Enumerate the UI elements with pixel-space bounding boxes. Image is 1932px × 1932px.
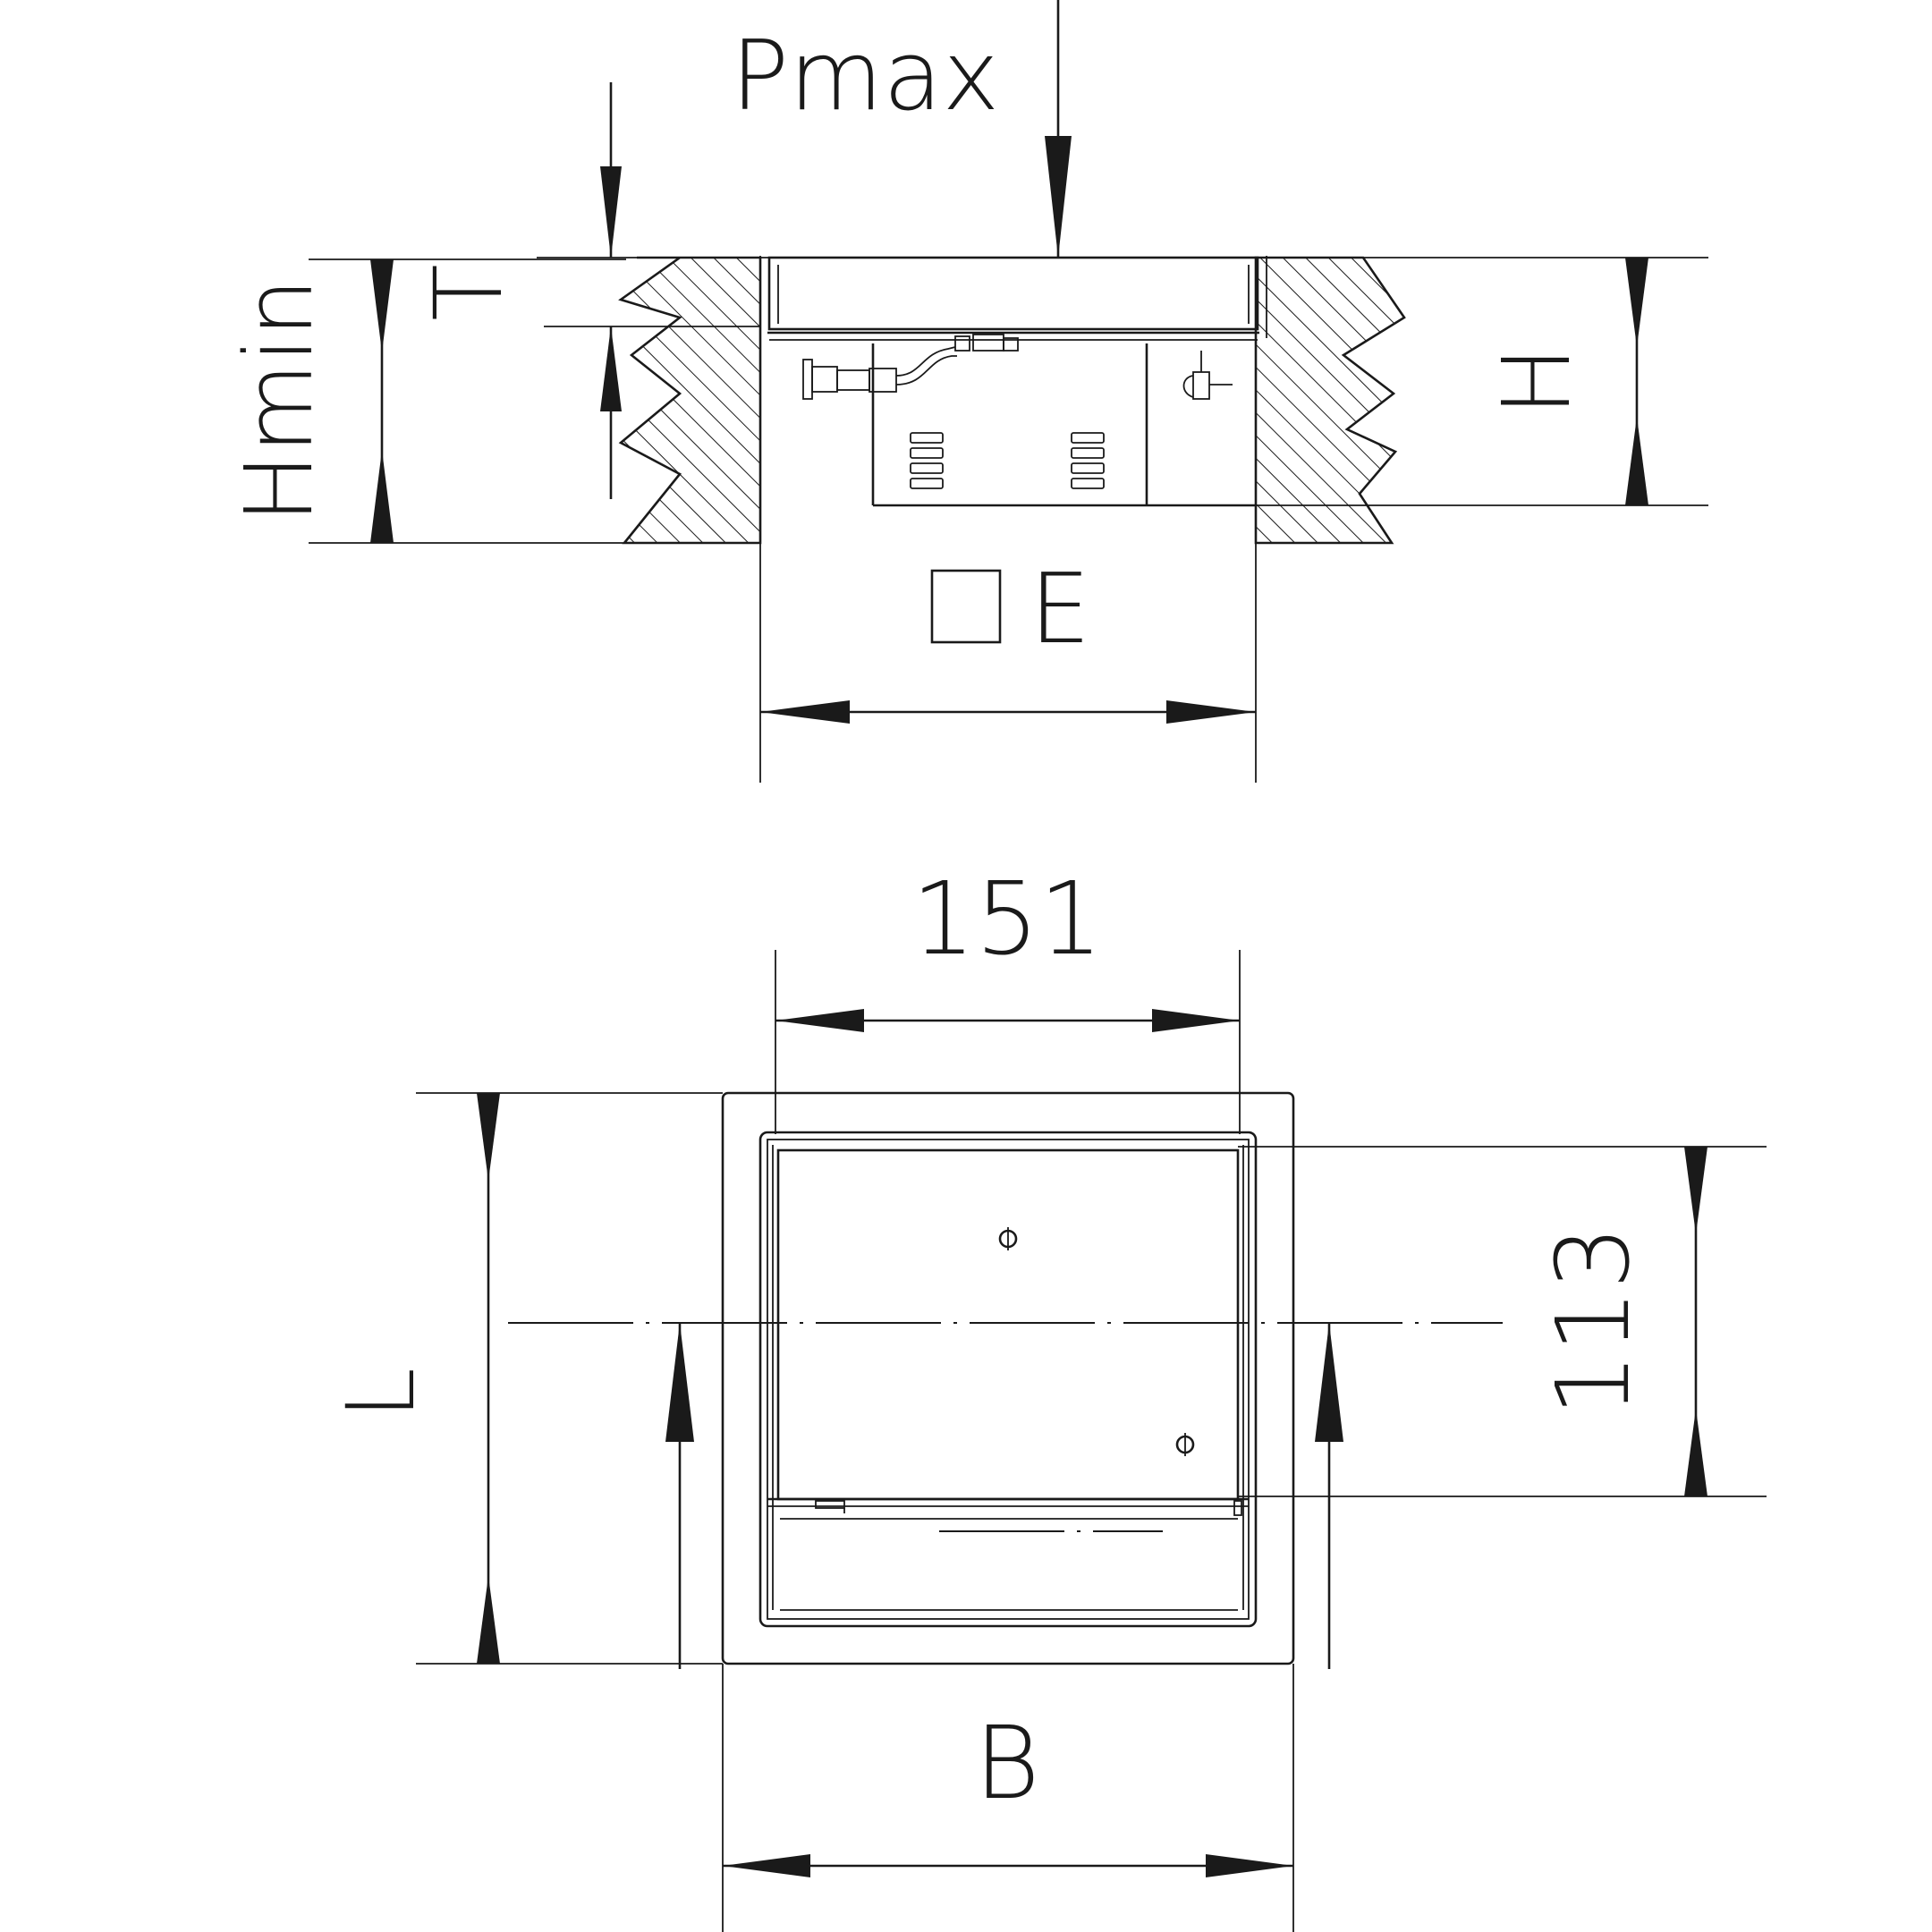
lid-frame	[759, 256, 1267, 341]
l-label: L	[326, 1368, 436, 1419]
t-label: T	[414, 264, 523, 321]
section-view: Pmax	[225, 0, 1708, 783]
right-floor-section	[1254, 256, 1406, 545]
dimension-151	[775, 950, 1241, 1134]
square-symbol	[930, 569, 1002, 644]
outer-frame	[721, 1091, 1295, 1665]
lid-screw-bottom	[1175, 1433, 1195, 1456]
h-label: H	[1482, 346, 1591, 416]
dim-151-label: 151	[911, 861, 1103, 978]
dimension-l	[416, 1092, 723, 1665]
dimension-e	[759, 543, 1257, 783]
b-label: B	[974, 1706, 1039, 1822]
hmin-label: Hmin	[225, 278, 334, 523]
box-body	[871, 343, 1256, 507]
lid-panel	[776, 1148, 1240, 1501]
pmax-label: Pmax	[731, 21, 999, 132]
earth-terminal	[1182, 351, 1233, 400]
dimension-t	[544, 82, 760, 499]
vent-slots-right	[1071, 432, 1105, 489]
pmax-load-arrow	[1045, 0, 1072, 258]
section-arrow-left	[665, 1323, 694, 1669]
inner-frame	[758, 1131, 1258, 1628]
cable-exit-strip	[767, 1497, 1249, 1611]
dimension-h	[1625, 258, 1648, 505]
dimension-hmin	[370, 259, 394, 543]
dimension-b	[722, 1664, 1294, 1932]
left-floor-section	[618, 256, 762, 545]
e-label: E	[1030, 554, 1090, 665]
vent-slots-left	[910, 432, 944, 489]
cable-connector	[802, 334, 1019, 400]
dimension-113	[1238, 1146, 1767, 1497]
dim-113-label: 113	[1536, 1225, 1652, 1417]
plan-view: 151	[326, 861, 1767, 1932]
lid-screw-top	[998, 1227, 1018, 1250]
